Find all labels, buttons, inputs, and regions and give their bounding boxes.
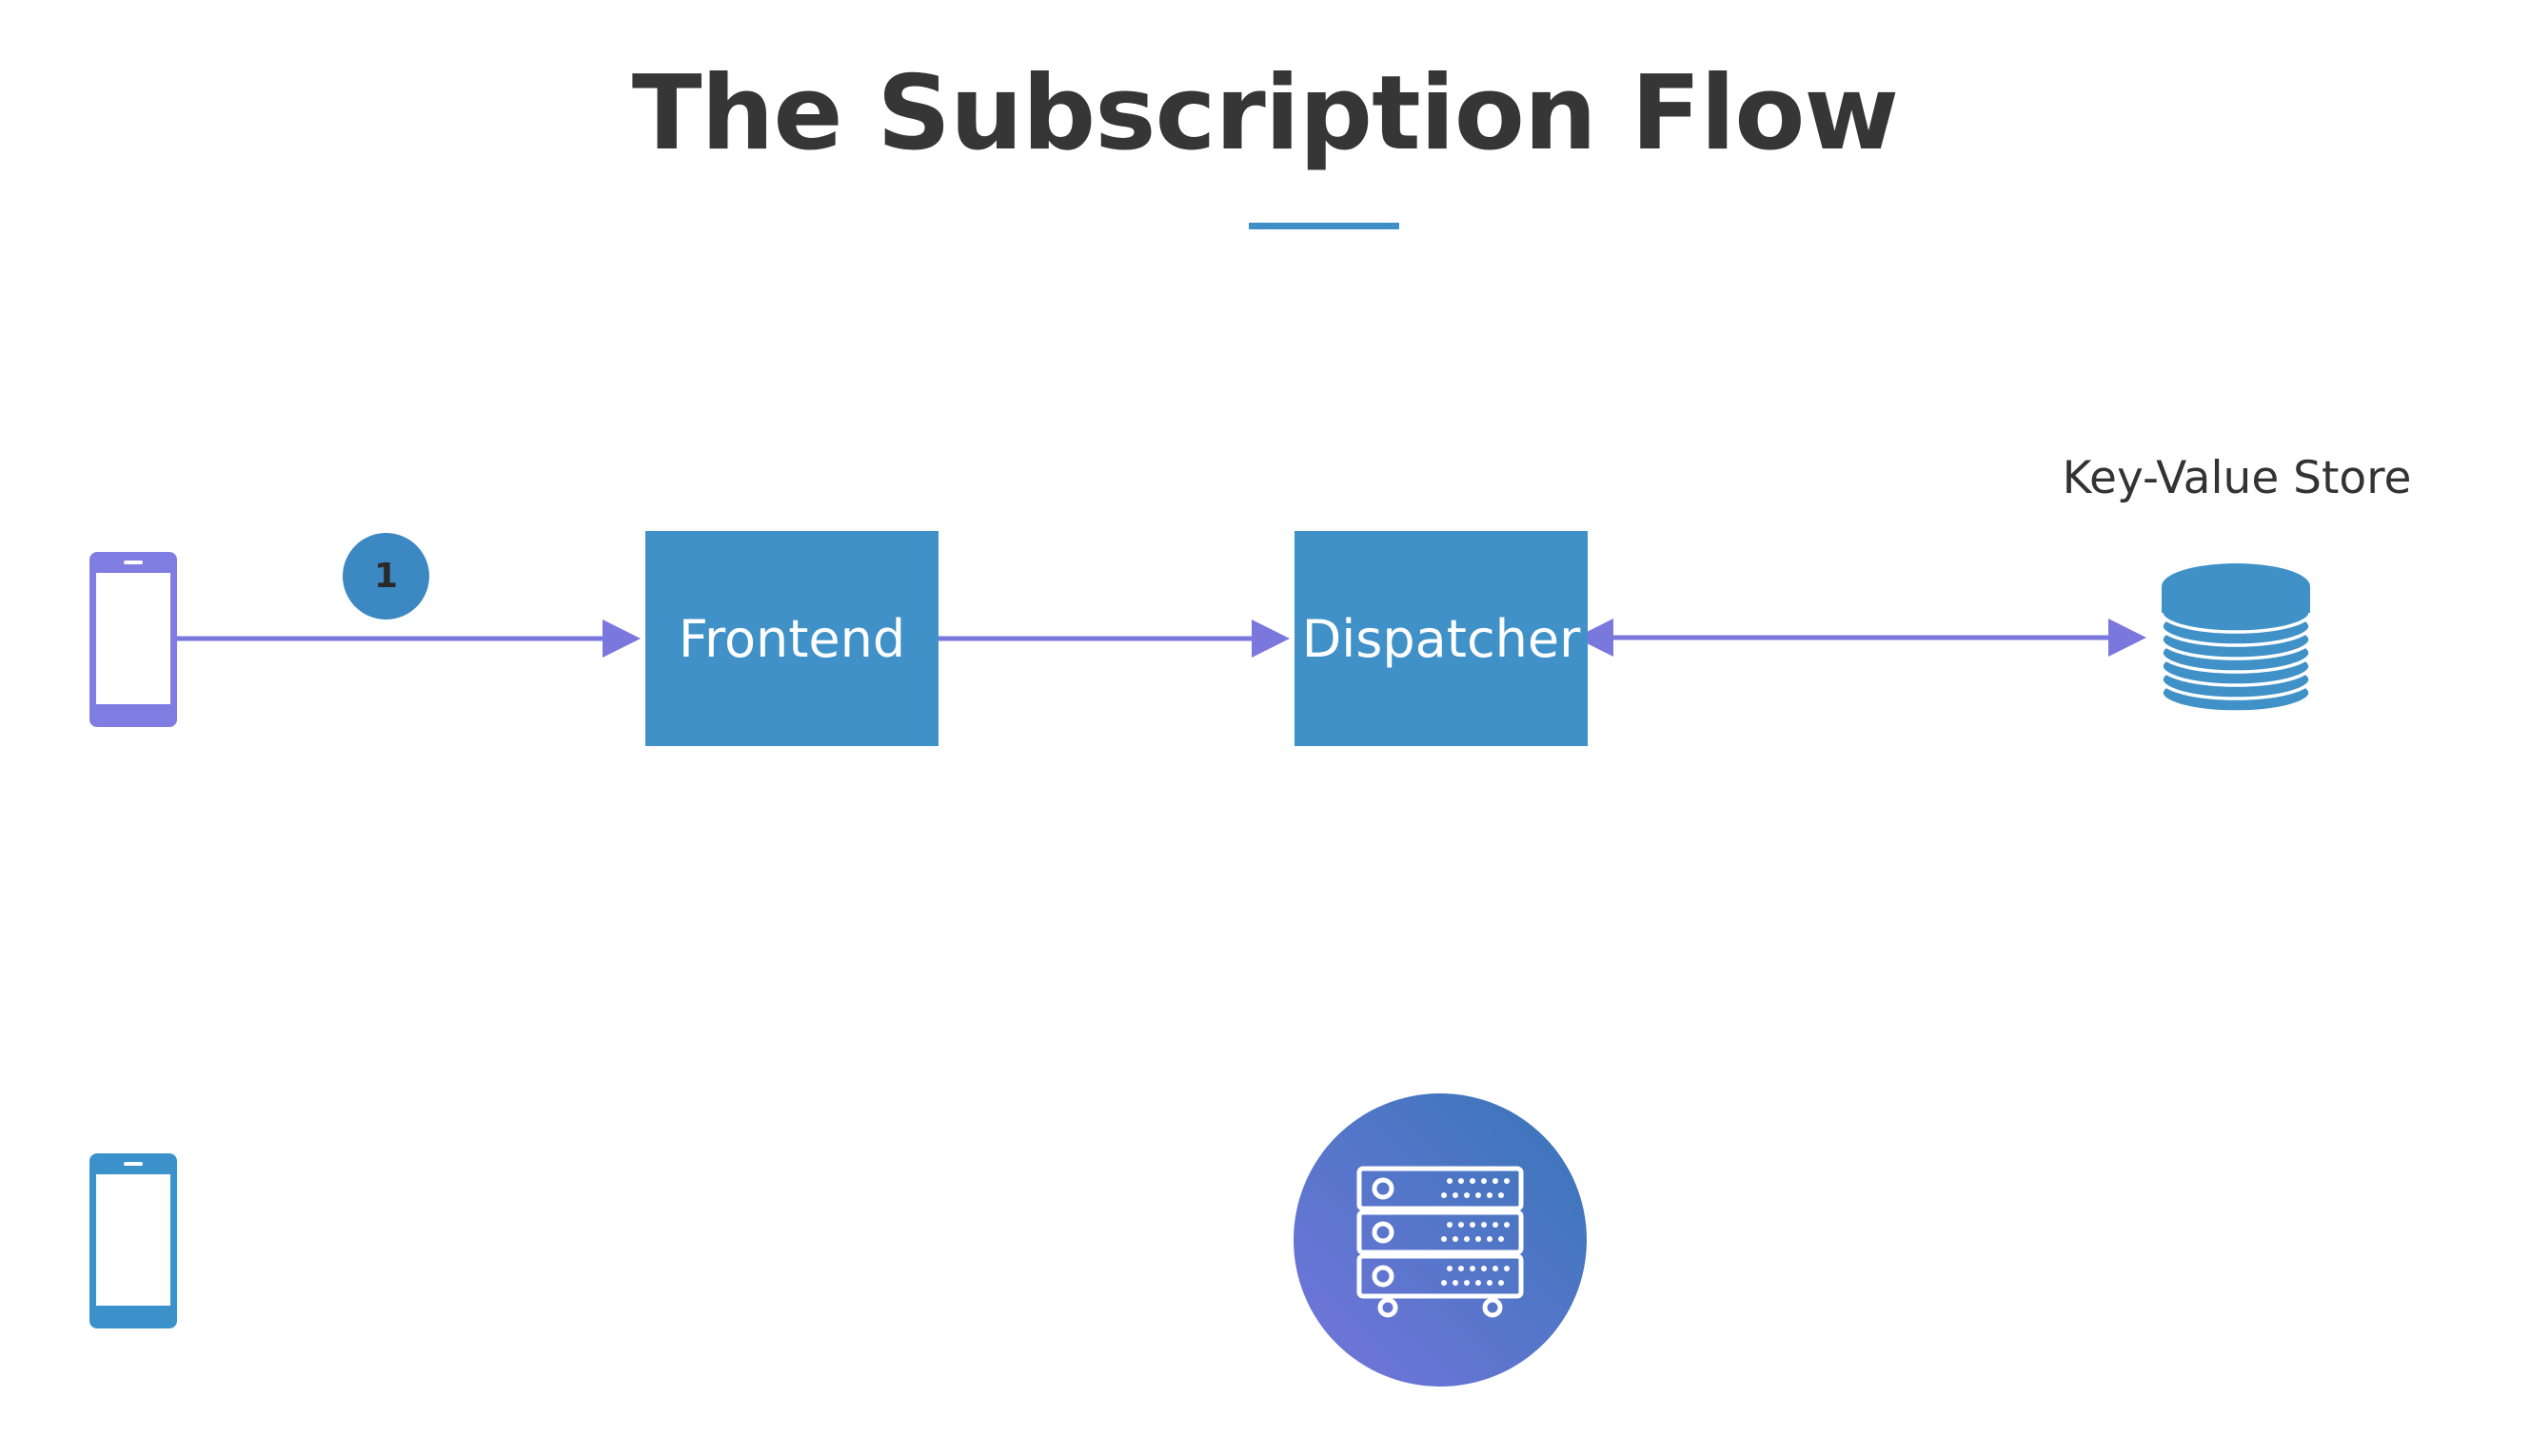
server-rack-icon bbox=[1294, 1093, 1587, 1387]
title-underline bbox=[1249, 223, 1399, 229]
database-icon bbox=[2160, 563, 2312, 714]
dispatcher-node: Dispatcher bbox=[1295, 531, 1588, 746]
frontend-node: Frontend bbox=[645, 531, 939, 746]
store-label: Key-Value Store bbox=[2062, 452, 2412, 504]
page-title: The Subscription Flow bbox=[631, 54, 1899, 173]
step-badge: 1 bbox=[343, 533, 429, 620]
smartphone-icon bbox=[89, 552, 177, 727]
smartphone-icon bbox=[89, 1153, 177, 1328]
